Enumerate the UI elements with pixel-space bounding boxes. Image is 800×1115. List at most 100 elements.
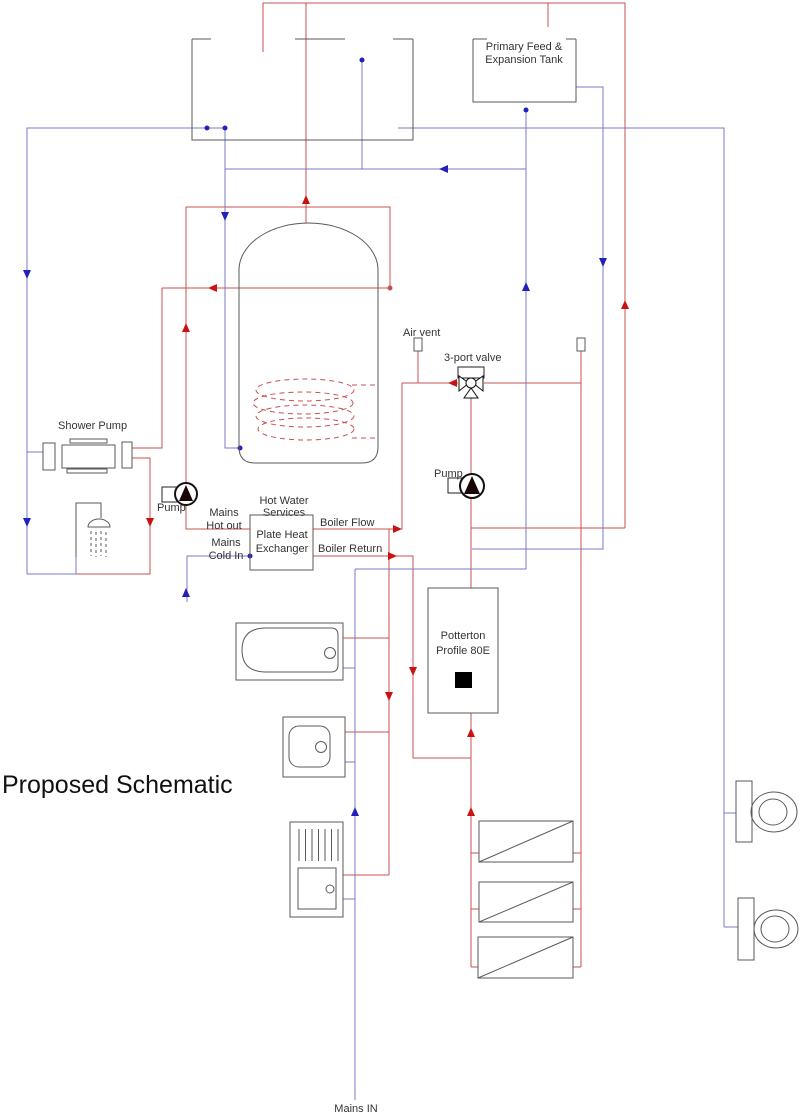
arrow-shower-cold-down [23,518,31,527]
valve-port-right-icon [472,375,484,393]
radiator-1 [478,820,574,863]
red-pipes [76,2,626,968]
feed-expansion-tank: Primary Feed & Expansion Tank [472,38,577,103]
arrow-boiler-bottom-up [467,728,475,737]
arrow-shower-hot-down [146,518,154,527]
arrow-cross-run-left [439,165,448,173]
mains-cold-label-2: Cold In [209,550,244,562]
air-vent: Air vent [403,327,440,352]
arrow-mains-cold-up [182,588,190,597]
water-heater [289,821,344,918]
coil-loop [252,391,354,415]
pipe-cold-left-drop [26,127,225,575]
radiator-body [478,820,574,863]
junction-dot [237,445,243,451]
radiator-diagonal [478,820,574,863]
pipe-cylinder-cold-feed [224,128,240,449]
heating-coil [252,378,377,441]
vent-symbol-right [576,337,586,352]
junction-dot [359,57,365,63]
arrow-valve-left [448,379,457,387]
arrow-radiator-up [467,807,475,816]
heater-knob-icon [325,884,335,894]
toilet-cistern [735,780,753,843]
pipe-fixture-cold-stubs [343,667,355,900]
pipe-feed-tank-overflow [472,86,604,550]
hot-water-cylinder [238,222,379,464]
phe-box [249,514,314,571]
radiator-diagonal [478,881,574,923]
three-port-valve-label: 3-port valve [444,352,501,364]
plate-heat-exchanger: Hot Water Services Plate Heat Exchanger … [206,495,382,571]
cylinder-outline [238,222,379,464]
sink-basin [288,725,331,768]
pipe-hot-to-shower-pump [132,288,163,449]
boiler-return-label: Boiler Return [318,543,382,555]
blue-pipes [26,60,738,1100]
toilet-bowl-inner [758,798,788,826]
shower-arm [75,502,102,557]
pipe-pump-to-phe [185,505,250,530]
junction-dot [204,125,210,131]
arrow-hot-services-down [385,692,393,701]
shower-pump-label: Shower Pump [58,420,127,432]
toilet-1 [735,780,798,843]
pipe-open-vent-manifold [262,2,626,528]
feed-tank-label-2: Expansion Tank [485,54,563,66]
arrow-hot-left [208,284,217,292]
boiler-case [427,587,499,714]
junction-dots [204,57,529,559]
valve-port-bottom-icon [463,387,479,399]
junction-dot [387,285,393,291]
bath-drain-icon [324,647,336,659]
bath-outline [235,622,344,681]
boiler: Potterton Profile 80E [427,587,499,714]
air-vent-icon [413,337,423,352]
pipe-cylinder-top-run [186,206,391,288]
shower-pump-right-port [121,441,133,469]
pipe-toilet-stubs [724,812,738,928]
arrow-feed-drop-up [522,282,530,291]
toilet-bowl-outer [753,909,799,949]
toilet-bowl-inner [760,915,790,943]
feed-tank-label-1: Primary Feed & [486,41,563,53]
pump-impeller-icon [464,476,480,494]
mains-hot-label-2: Hot out [206,520,241,532]
arrow-overflow-down [599,258,607,267]
junction-dot [222,125,228,131]
junction-dot [523,107,529,113]
sink-outline [282,716,346,778]
pipe-feed-tank-drop [355,110,527,570]
toilet-cistern [737,897,755,961]
shower-pump-body [61,444,116,469]
arrow-cylinder-feed-down [221,212,229,221]
coil-loop [255,378,355,402]
pump-label: Pump [157,502,186,514]
arrow-boiler-flow-right [393,525,402,533]
coil-tails [352,384,377,439]
sink [282,716,346,778]
bath-tub [241,627,339,673]
three-port-valve: 3-port valve [444,352,501,399]
radiator-diagonal [477,936,574,979]
coil-loop [255,404,355,428]
valve-ball-icon [465,377,477,389]
shower-spray [90,531,107,557]
arrow-vent-riser-up [621,300,629,309]
toilet-2 [737,897,799,961]
page-title: Proposed Schematic [2,771,233,799]
radiator-2 [478,881,574,923]
mains-in-label: Mains IN [334,1103,377,1115]
hot-water-services-label-1: Hot Water [259,495,308,507]
mains-cold-label-1: Mains [211,537,241,549]
arrow-boiler-return-right [388,552,397,560]
boiler-label-2: Profile 80E [436,645,490,657]
arrow-return-drop-down [409,667,417,676]
boiler-label-1: Potterton [441,630,486,642]
pipe-cold-right-run [398,127,725,927]
mains-hot-label-1: Mains [209,507,239,519]
phe-label-2: Exchanger [256,543,309,555]
pipe-radiator-stubs [471,852,581,968]
heater-door [297,867,337,910]
